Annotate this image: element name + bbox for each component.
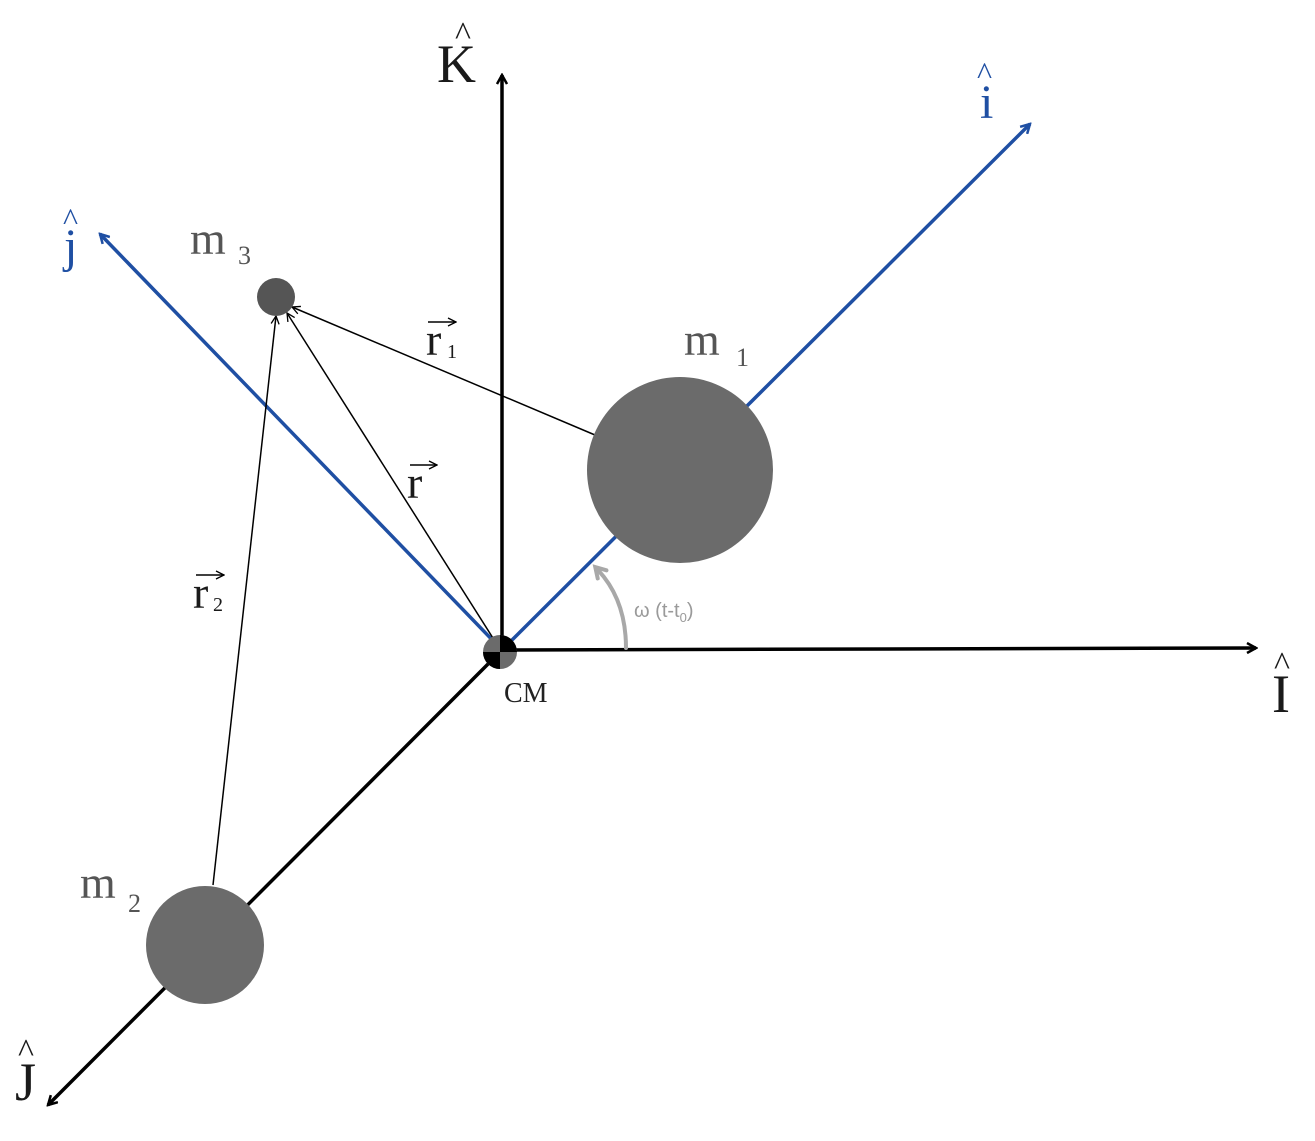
label-m3: m 3 [190,213,251,270]
axis-i [500,124,1030,652]
svg-text:r: r [193,567,208,618]
svg-text:1: 1 [736,343,749,372]
svg-text:^: ^ [455,16,471,53]
label-I-hat: ^ I [1272,646,1290,724]
center-of-mass-marker [483,635,517,669]
svg-text:K: K [437,34,476,94]
svg-text:^: ^ [63,201,78,237]
svg-text:1: 1 [447,341,457,363]
axis-j [100,234,504,652]
label-m1: m 1 [684,314,749,372]
label-cm: CM [504,678,548,709]
label-i-hat: ^ i [977,55,993,129]
svg-text:^: ^ [18,1033,34,1070]
vector-r2 [212,316,276,886]
mass-m3 [257,278,295,316]
axis-I [501,648,1256,650]
svg-text:2: 2 [213,594,223,616]
svg-text:3: 3 [238,241,251,270]
vector-r1 [292,307,596,436]
label-j-hat: ^ j [62,201,78,273]
label-J-hat: ^ J [15,1033,36,1112]
label-r: r [407,457,437,508]
mass-m1 [587,377,773,563]
svg-text:^: ^ [1274,646,1290,683]
label-m2: m 2 [80,857,141,918]
label-K-hat: ^ K [437,16,476,94]
mass-m2 [146,886,264,1004]
label-angle: ω (t-t0) [634,600,694,625]
svg-text:m: m [80,857,116,908]
svg-text:m: m [190,213,226,264]
svg-text:J: J [15,1052,36,1112]
angle-arrow [592,564,628,650]
svg-text:2: 2 [128,889,141,918]
label-r2: r 2 [193,567,224,618]
svg-text:^: ^ [977,55,992,91]
label-r1: r 1 [426,314,457,365]
svg-text:j: j [62,220,77,273]
axis-J [48,648,504,1105]
svg-text:ω (t-t0): ω (t-t0) [634,600,694,625]
svg-text:r: r [407,457,422,508]
svg-text:m: m [684,314,720,365]
vector-r [287,313,499,647]
svg-text:i: i [980,76,993,129]
svg-text:I: I [1272,664,1290,724]
svg-text:r: r [426,314,441,365]
